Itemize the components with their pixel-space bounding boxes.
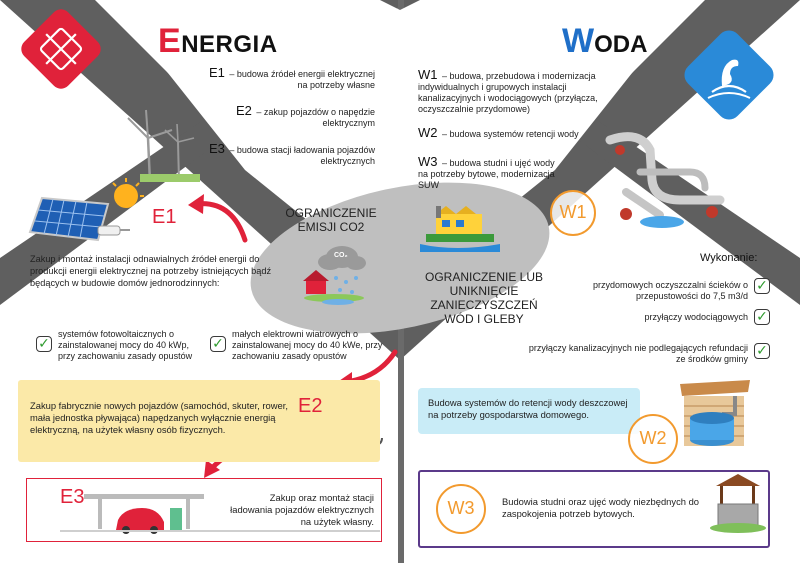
w3-label: W3 [436, 484, 486, 534]
woda-title: WODA [562, 22, 647, 61]
w3-description: Budowia studni oraz ujęć wody niezbędnyc… [502, 496, 699, 519]
woda-item-w3: W3 – budowa studni i ujęć wody na potrze… [418, 154, 555, 190]
factory-illustration [420, 206, 500, 252]
wykonanie-item-1: przydomowych oczyszczalni ścieków o prze… [592, 280, 748, 301]
woda-item-w2: W2 – budowa systemów retencji wody [418, 125, 579, 140]
w3-box [418, 470, 770, 548]
energia-title: ENERGIA [158, 22, 278, 61]
water-pollution-text: OGRANICZENIE LUB UNIKNIĘCIE ZANIECZYSZCZ… [424, 270, 544, 326]
energia-item-e3: E3 – budowa stacji ładowania pojazdów el… [208, 141, 375, 166]
charging-station-illustration [60, 494, 380, 534]
wykonanie-item-3-check: ✓ [754, 343, 770, 359]
e3-label: E3 [60, 486, 85, 508]
pipes-illustration [605, 132, 725, 228]
water-well-illustration [710, 474, 766, 533]
rain-barrel-illustration [680, 380, 750, 446]
water-bird-icon [684, 30, 774, 120]
e1-option-1-check: ✓ [36, 336, 52, 352]
e2-label: E2 [298, 395, 323, 417]
e1-option-2-check: ✓ [210, 336, 226, 352]
wykonanie-item-2-check: ✓ [754, 309, 770, 325]
woda-title-initial: W [562, 22, 595, 60]
e3-description: Zakup oraz montaż stacji ładowania pojaz… [230, 492, 374, 527]
w2-description: Budowa systemów do retencji wody deszczo… [428, 397, 628, 420]
e1-option-1-text: systemów fotowoltaicznych o zainstalowan… [58, 329, 193, 361]
solar-panel-icon [21, 9, 101, 89]
wykonanie-item-3: przyłączy kanalizacyjnych nie podlegając… [528, 343, 748, 364]
energia-item-e1: E1 – budowa źródeł energii elektrycznej … [208, 65, 375, 90]
woda-title-rest: ODA [594, 31, 648, 58]
co2-reduction-text: OGRANICZENIE EMISJI CO2 [285, 206, 377, 234]
wykonanie-item-1-check: ✓ [754, 278, 770, 294]
energia-title-rest: NERGIA [181, 31, 278, 58]
energia-title-initial: E [158, 22, 182, 60]
e1-description: Zakup i montaż instalacji odnawialnych ź… [30, 254, 272, 288]
woda-item-w1: W1 – budowa, przebudowa i modernizacja i… [418, 67, 598, 114]
e2-description: Zakup fabrycznie nowych pojazdów (samoch… [30, 400, 288, 435]
energia-item-e2: E2 – zakup pojazdów o napędzie elektrycz… [235, 103, 375, 128]
co2-badge: CO₂ [334, 252, 348, 259]
e3-box [26, 478, 382, 542]
co2-cloud-illustration [303, 246, 366, 305]
w1-label: W1 [550, 190, 596, 236]
wind-turbines-illustration [127, 109, 200, 183]
wykonanie-item-2: przyłączy wodociągowych [644, 312, 748, 322]
e2-box [18, 380, 380, 462]
w2-box [418, 388, 640, 434]
solar-plug-illustration [28, 178, 144, 242]
wykonanie-label: Wykonanie: [700, 252, 758, 264]
e1-option-2-text: małych elektrowni wiatrowych o zainstalo… [232, 329, 383, 361]
e1-label: E1 [152, 206, 177, 228]
w2-label: W2 [628, 414, 678, 464]
